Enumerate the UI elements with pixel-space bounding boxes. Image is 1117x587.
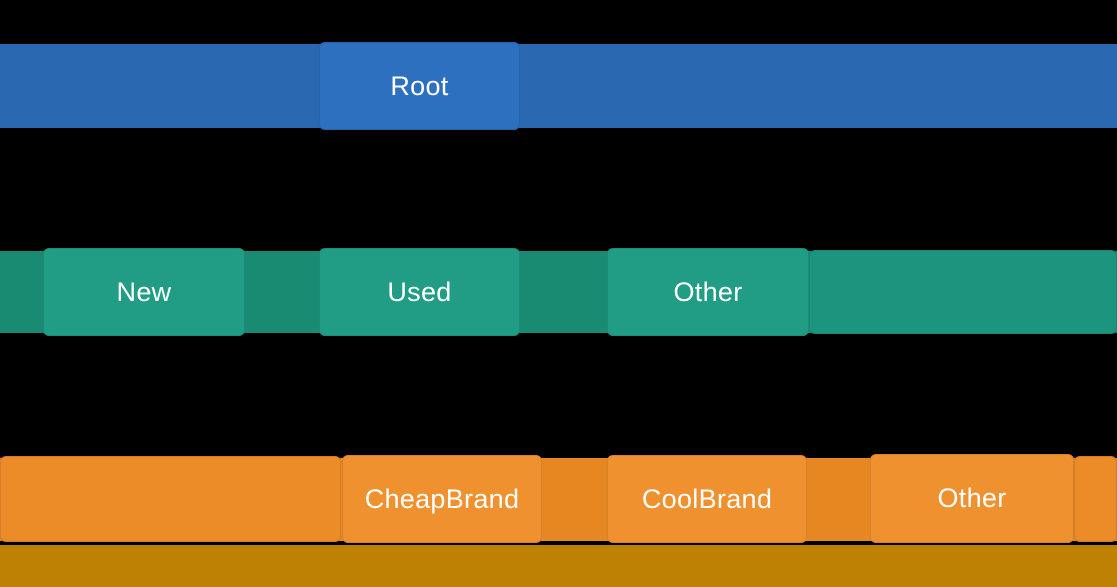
icicle-node-root-d0[interactable]: Root [319, 42, 520, 130]
node-label: Other [937, 483, 1007, 513]
node-label: CheapBrand [364, 483, 520, 514]
icicle-node-coolbrand-d2[interactable]: CoolBrand [607, 455, 807, 543]
icicle-node-unlabeled-0-d2[interactable] [0, 456, 341, 542]
icicle-node-used-d1[interactable]: Used [319, 248, 520, 336]
icicle-node-other-d2[interactable]: Other [870, 454, 1074, 543]
node-label: Other [673, 276, 743, 307]
icicle-node-new-d1[interactable]: New [43, 248, 245, 336]
bottom-strip [0, 545, 1117, 587]
icicle-node-cheapbrand-d2[interactable]: CheapBrand [342, 455, 542, 543]
icicle-node-unlabeled-3-d1[interactable] [809, 250, 1117, 334]
node-label: New [116, 276, 172, 307]
icicle-node-other-d1[interactable]: Other [607, 248, 809, 336]
level-0-band [0, 44, 1117, 128]
icicle-node-unlabeled-4-d2[interactable] [1074, 456, 1117, 542]
node-label: CoolBrand [641, 483, 773, 514]
node-label: Root [390, 70, 449, 101]
node-label: Used [387, 276, 452, 307]
